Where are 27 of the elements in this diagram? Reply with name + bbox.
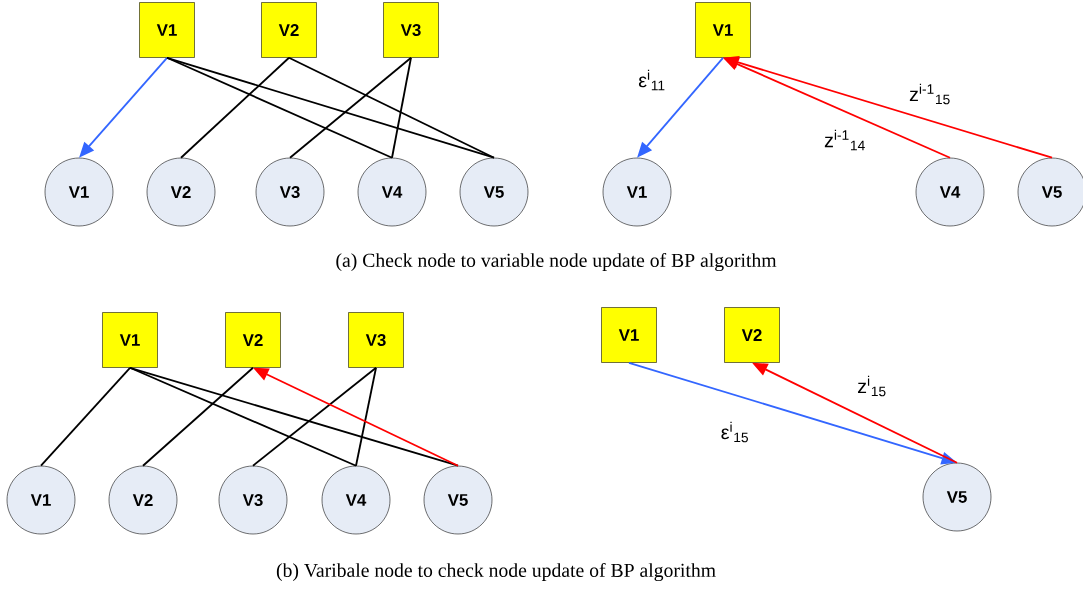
check-node-square: V3 [348,312,404,368]
check-node-square: V1 [139,2,195,58]
check-node-square: V2 [261,2,317,58]
check-node-square: V1 [102,312,158,368]
connector-line [180,56,290,159]
caption: (a) Check node to variable node update of BP algorithm [336,252,777,272]
connector-line [166,56,495,159]
connector-line [391,56,412,159]
edge-label: ε$^{i}$15 [721,421,748,443]
caption: (b) Varibale node to check node update of BP algorithm [276,562,716,582]
edge-label: z$^{i}$15 [858,375,886,397]
connector-line [129,366,459,467]
check-node-square: V1 [695,2,751,58]
connector-line [129,366,357,467]
connector-line [288,56,495,159]
check-node-square: V2 [225,312,281,368]
connector-line [40,366,131,467]
connector-line [252,366,377,467]
connector-line [355,366,377,467]
connector-line [289,56,412,159]
edge-label: ε$^{i}$11 [638,69,665,91]
edge-label: z$^{i-1}$15 [909,83,950,105]
check-node-square: V2 [724,307,780,363]
edge-label: z$^{i-1}$14 [824,129,865,151]
check-node-square: V3 [383,2,439,58]
check-node-square: V1 [601,307,657,363]
connector-line [142,366,254,467]
